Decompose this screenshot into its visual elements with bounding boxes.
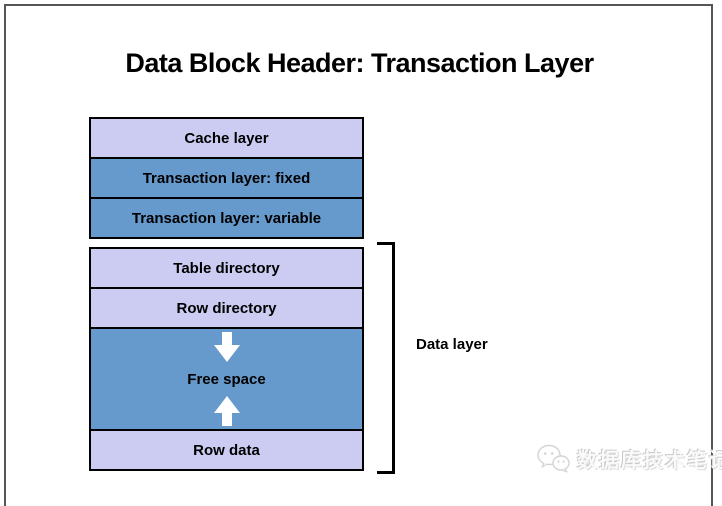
block-transaction-layer-variable-label: Transaction layer: variable	[131, 209, 322, 227]
data-layer-stack: Table directory Row directory Free space…	[89, 247, 364, 471]
watermark: 数据库技术笔记	[536, 443, 722, 473]
block-row-data-label: Row data	[193, 441, 260, 459]
block-table-directory-label: Table directory	[173, 259, 280, 277]
block-row-data: Row data	[89, 429, 364, 471]
block-free-space: Free space	[89, 327, 364, 431]
slide-frame	[4, 4, 713, 506]
block-cache-layer: Cache layer	[89, 117, 364, 159]
block-row-directory-label: Row directory	[176, 299, 277, 317]
slide-title: Data Block Header: Transaction Layer	[125, 48, 594, 78]
up-arrow-icon	[213, 396, 240, 426]
block-transaction-layer-fixed-label: Transaction layer: fixed	[142, 169, 311, 187]
block-transaction-layer-fixed: Transaction layer: fixed	[89, 157, 364, 199]
wechat-icon	[537, 444, 570, 473]
data-layer-bracket	[377, 242, 395, 474]
watermark-text: 数据库技术笔记	[577, 449, 722, 472]
header-layer-stack: Cache layer Transaction layer: fixed Tra…	[89, 117, 364, 239]
block-free-space-label: Free space	[187, 370, 266, 388]
data-layer-label: Data layer	[416, 336, 488, 353]
block-table-directory: Table directory	[89, 247, 364, 289]
block-transaction-layer-variable: Transaction layer: variable	[89, 197, 364, 239]
block-row-directory: Row directory	[89, 287, 364, 329]
down-arrow-icon	[213, 332, 240, 362]
block-cache-layer-label: Cache layer	[184, 129, 269, 147]
